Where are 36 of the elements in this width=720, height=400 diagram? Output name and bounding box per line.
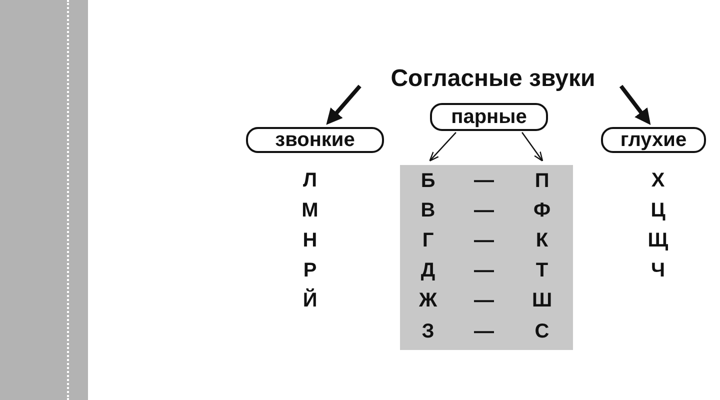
letter: Д <box>420 260 436 282</box>
letter: М <box>302 200 318 222</box>
letter: Ж <box>418 290 438 312</box>
dash-sign: — <box>474 290 494 312</box>
letter: Б <box>416 168 440 194</box>
letter: Т <box>536 260 548 282</box>
letter: Ц <box>650 200 666 222</box>
table-panel <box>400 165 573 350</box>
arrow <box>429 132 456 162</box>
letter: З <box>422 320 434 344</box>
letter: В <box>420 200 436 222</box>
arrow <box>619 84 651 125</box>
category-pill: звонкие <box>246 127 384 153</box>
dash-sign: — <box>474 320 494 344</box>
dash-sign: — <box>474 260 494 282</box>
letter: Р <box>303 260 317 282</box>
letter: С <box>534 320 550 344</box>
arrow <box>522 132 544 162</box>
letter: Г <box>422 230 434 252</box>
letter: Ч <box>650 260 666 282</box>
letter: Й <box>302 290 318 312</box>
letter: Х <box>651 170 665 192</box>
arrow <box>326 84 362 125</box>
heading-text: Согласные звуки <box>365 63 621 95</box>
letter: Н <box>302 230 318 252</box>
letter: К <box>536 230 548 252</box>
category-pill: парные <box>430 103 548 131</box>
letter: Ф <box>533 200 551 222</box>
category-pill: глухие <box>601 127 706 153</box>
dash-sign: — <box>474 170 494 192</box>
letter: П <box>530 168 554 194</box>
dash-sign: — <box>474 200 494 222</box>
dash-sign: — <box>474 230 494 252</box>
letter: Ш <box>532 290 552 312</box>
letter: Щ <box>648 230 668 252</box>
letter: Л <box>302 170 318 192</box>
